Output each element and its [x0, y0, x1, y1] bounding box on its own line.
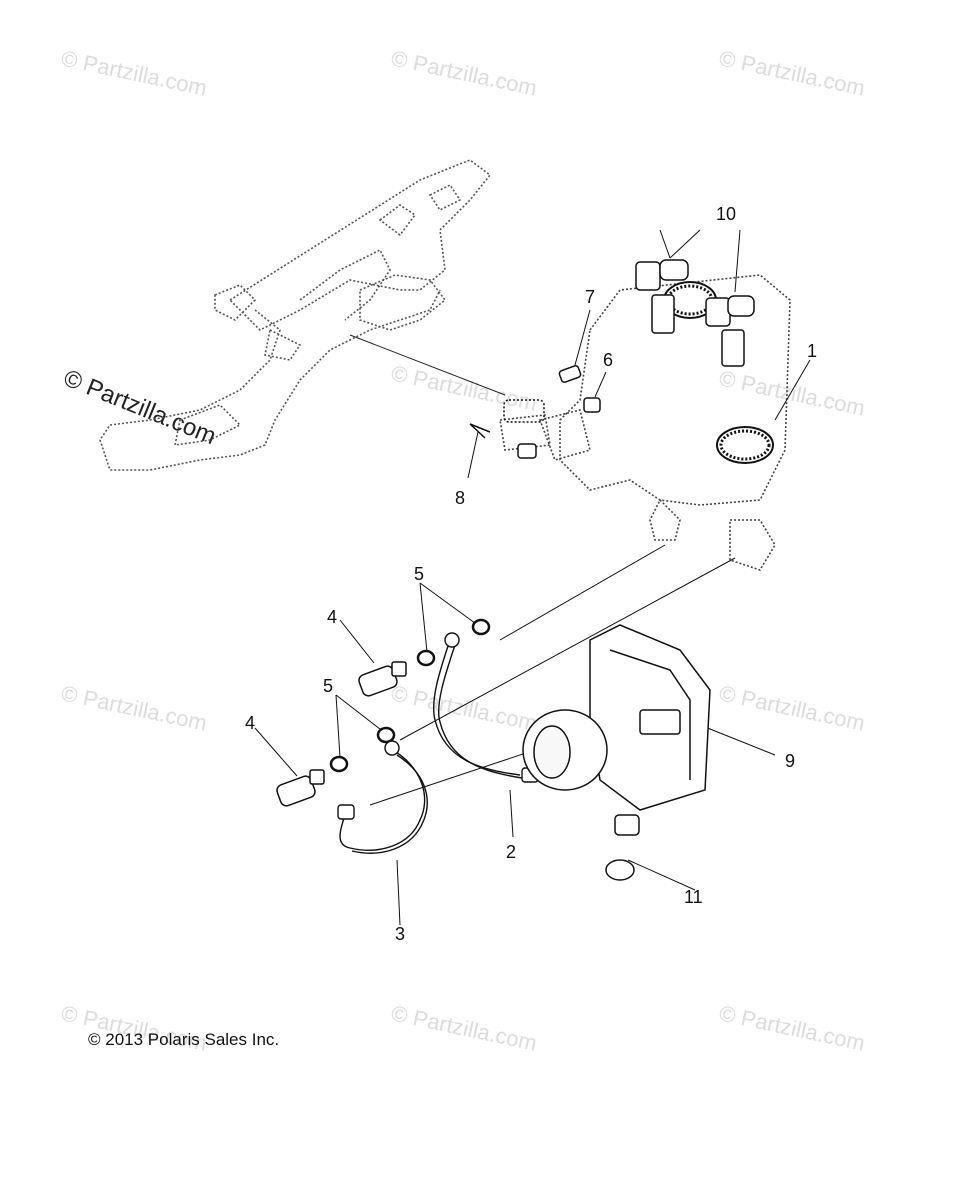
washer-icon — [329, 618, 491, 773]
watermark-text: © Partzilla.com — [717, 365, 867, 420]
callout-8: 8 — [455, 488, 465, 508]
master-cylinder — [499, 274, 791, 571]
watermark-text: © Partzilla.com — [389, 1000, 539, 1055]
callout-9: 9 — [785, 751, 795, 771]
cotter-pin-icon — [469, 423, 491, 439]
brake-line — [337, 632, 539, 854]
bolt-icon — [583, 397, 601, 413]
callout-2: 2 — [506, 842, 516, 862]
hardware-parts — [469, 365, 601, 459]
watermark-text: © Partzilla.com — [59, 680, 209, 735]
callout-5: 5 — [414, 564, 424, 584]
callout-4: 4 — [327, 607, 337, 627]
brake-pedal-assembly — [99, 159, 492, 471]
callout-labels: 1 2 3 4 4 5 5 6 7 8 9 10 11 — [245, 204, 817, 944]
abs-module — [522, 624, 711, 881]
watermark-text: © Partzilla.com — [717, 45, 867, 100]
watermark-text: © Partzilla.com — [717, 1000, 867, 1055]
watermark-text: © Partzilla.com — [717, 680, 867, 735]
callout-3: 3 — [395, 924, 405, 944]
pedal-leader-line — [349, 334, 506, 396]
pin-icon — [558, 365, 582, 383]
watermark-text: © Partzilla.com — [389, 360, 539, 415]
callout-7: 7 — [585, 287, 595, 307]
callout-1: 1 — [807, 341, 817, 361]
clevis-icon — [503, 399, 545, 423]
callout-6: 6 — [603, 350, 613, 370]
pressure-switch-icon — [276, 661, 407, 807]
callout-4: 4 — [245, 713, 255, 733]
watermark-text: © Partzilla.com — [389, 45, 539, 100]
watermark-prominent: © Partzilla.com — [60, 365, 220, 451]
watermark-text: © Partzilla.com — [389, 680, 539, 735]
callout-10: 10 — [716, 204, 736, 224]
callout-11: 11 — [684, 887, 703, 907]
bolt-icon — [517, 443, 537, 459]
callout-5: 5 — [323, 676, 333, 696]
copyright-notice: © 2013 Polaris Sales Inc. — [88, 1030, 280, 1049]
watermarks: © Partzilla.com © Partzilla.com © Partzi… — [59, 45, 867, 1055]
watermark-text: © Partzilla.com — [59, 45, 209, 100]
brake-light-switch-icon — [635, 259, 755, 367]
